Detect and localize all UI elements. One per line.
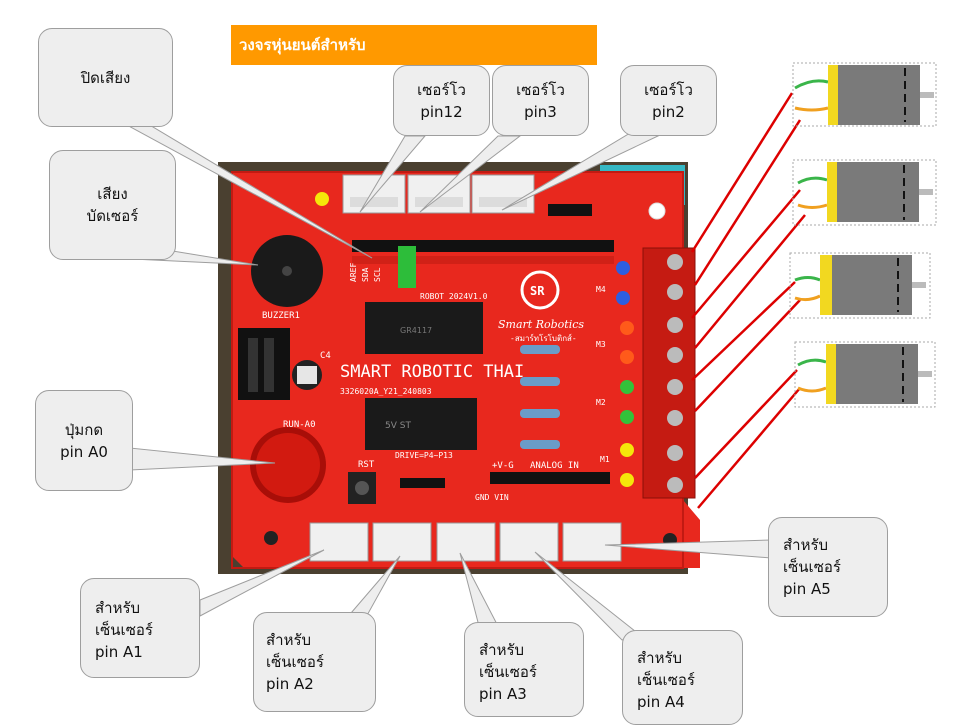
sda-label: SDA <box>361 267 370 282</box>
header-small <box>548 204 592 216</box>
chip2-text: 5V ST <box>385 421 411 431</box>
board-serial: 3326020A_Y21_240803 <box>340 387 432 396</box>
callout-pointers <box>110 123 772 641</box>
motor-driver-chip-1: GR4117 <box>365 302 483 354</box>
dc-motor-2 <box>792 159 937 226</box>
callout-sensor-a1: สำหรับ เซ็นเซอร์ pin A1 <box>80 578 200 678</box>
chip1-text: GR4117 <box>400 326 432 335</box>
dc-motor-4 <box>794 341 936 408</box>
analog-label: ANALOG IN <box>530 461 579 471</box>
callout-buzzer: เสียง บัดเซอร์ <box>49 150 176 260</box>
callout-servo-pin3: เซอร์โว pin3 <box>492 65 589 136</box>
m3-label: M3 <box>596 340 606 349</box>
mount-hole-bl <box>264 531 278 545</box>
dc-motor-1 <box>792 62 937 127</box>
page-title: วงจรหุ่นยนต์สำหรับ <box>231 25 597 65</box>
board-name: SMART ROBOTIC THAI <box>340 362 524 382</box>
cap-label: C4 <box>320 351 331 361</box>
sr-logo-icon <box>520 270 560 310</box>
dc-motor-3 <box>789 252 931 319</box>
aref-label: AREF <box>349 263 358 282</box>
buzzer-label: BUZZER1 <box>262 311 300 321</box>
m2-label: M2 <box>596 398 606 407</box>
callout-servo-pin12: เซอร์โว pin12 <box>393 65 490 136</box>
m1-label: M1 <box>600 455 610 464</box>
servo-connector-pin2 <box>471 174 535 214</box>
small-header-bottom <box>400 478 445 488</box>
motor-leds <box>616 261 634 487</box>
resistor-array <box>520 345 560 449</box>
brand-name: Smart Robotics <box>498 318 584 331</box>
logo-text: SR <box>530 284 545 298</box>
analog-header <box>490 472 610 484</box>
scl-label: SCL <box>373 267 382 282</box>
motor-wires <box>690 92 806 509</box>
callout-sensor-a2: สำหรับ เซ็นเซอร์ pin A2 <box>253 612 376 712</box>
motor-driver-chip-2: 5V ST <box>365 398 477 450</box>
brand-sub: -สมาร์ทโรโบติกส์- <box>510 333 577 343</box>
gnd-vin-label: GND VIN <box>475 493 509 502</box>
led-yellow-top <box>315 192 329 206</box>
motor-terminal-blocks <box>642 247 696 499</box>
pcb-board <box>232 172 700 568</box>
run-label: RUN-A0 <box>283 420 316 430</box>
m4-label: M4 <box>596 285 606 294</box>
sensor-connectors <box>309 522 622 562</box>
power-label: +V-G <box>492 461 514 471</box>
callout-mute: ปิดเสียง <box>38 28 173 127</box>
callout-sensor-a4: สำหรับ เซ็นเซอร์ pin A4 <box>622 630 743 725</box>
version-label: ROBOT 2024V1.0 <box>420 292 488 301</box>
digital-header <box>352 240 614 252</box>
green-jumper <box>398 246 416 288</box>
callout-button-a0: ปุ่มกด pin A0 <box>35 390 133 491</box>
rst-label: RST <box>358 460 375 470</box>
mount-hole-tr <box>648 202 666 220</box>
callout-servo-pin2: เซอร์โว pin2 <box>620 65 717 136</box>
callout-sensor-a5: สำหรับ เซ็นเซอร์ pin A5 <box>768 517 888 617</box>
drive-label: DRIVE=P4~P13 <box>395 451 453 460</box>
callout-sensor-a3: สำหรับ เซ็นเซอร์ pin A3 <box>464 622 584 717</box>
